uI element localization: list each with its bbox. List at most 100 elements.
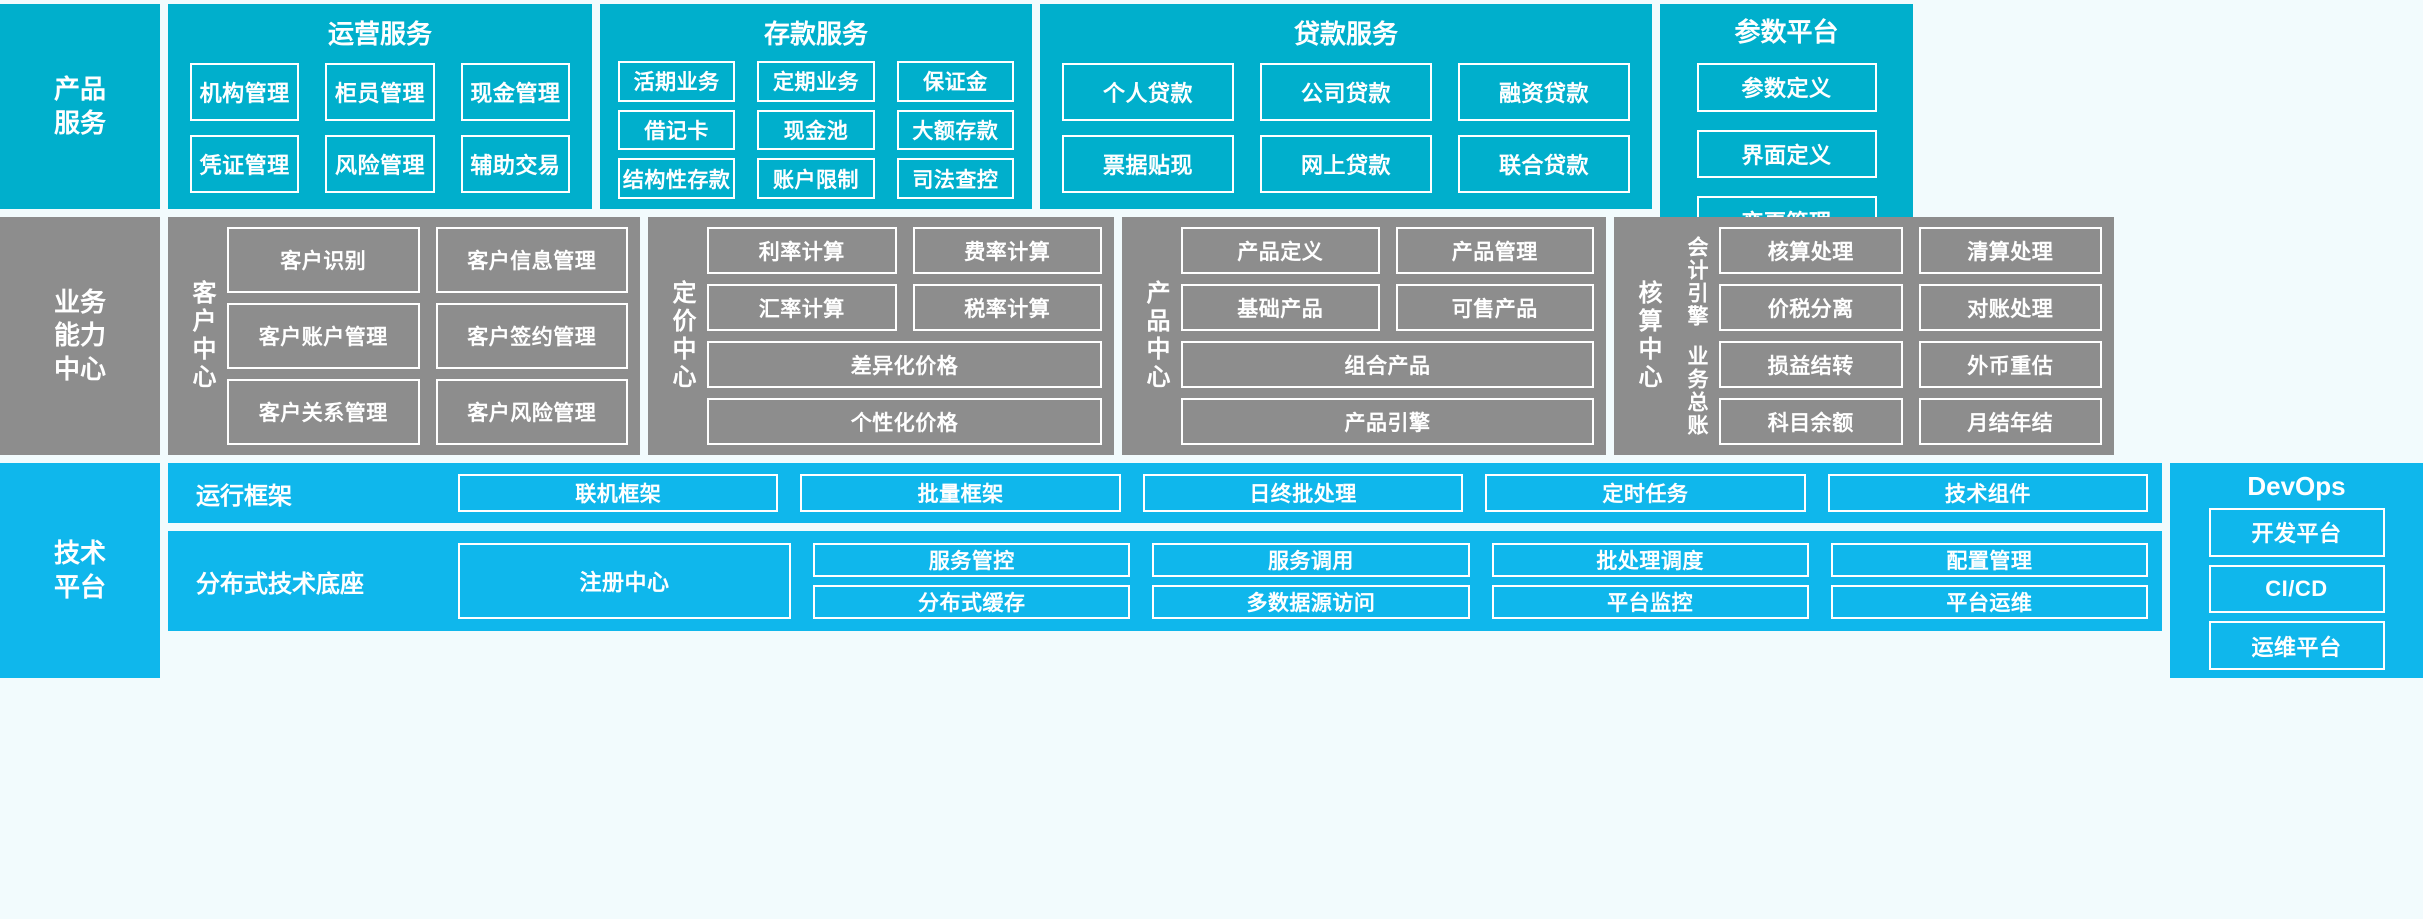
tile-distributed-cache[interactable]: 分布式缓存 [813,585,1131,619]
tile-online-loan[interactable]: 网上贷款 [1260,135,1432,193]
tile-bundled-product[interactable]: 组合产品 [1181,341,1594,388]
tile-margin-deposit[interactable]: 保证金 [896,61,1014,102]
tile-profit-loss-carryover[interactable]: 损益结转 [1719,341,1903,388]
tile-interest-rate-calculation[interactable]: 利率计算 [707,227,897,274]
tile-reconciliation-processing[interactable]: 对账处理 [1918,284,2102,331]
tile-personal-loan[interactable]: 个人贷款 [1062,63,1234,121]
registry-center-wrapper: 注册中心 [458,543,792,619]
tile-financing-loan[interactable]: 融资贷款 [1458,63,1630,121]
panel-title-loan-services: 贷款服务 [1293,19,1398,49]
runtime-framework-items: 联机框架 批量框架 日终批处理 定时任务 技术组件 [458,474,2149,512]
product-center-grid: 产品定义 产品管理 基础产品 可售产品 组合产品 产品引擎 [1181,227,1594,445]
tile-registry-center[interactable]: 注册中心 [458,543,792,619]
tile-bill-discount[interactable]: 票据贴现 [1062,135,1234,193]
tile-large-deposit[interactable]: 大额存款 [896,109,1014,151]
tile-teller-management[interactable]: 柜员管理 [325,63,435,121]
tile-debit-card[interactable]: 借记卡 [618,109,736,151]
tile-base-product[interactable]: 基础产品 [1181,284,1380,331]
tile-personalized-price[interactable]: 个性化价格 [707,398,1102,445]
panel-title-devops: DevOps [2247,471,2346,501]
tile-joint-loan[interactable]: 联合贷款 [1458,135,1630,193]
panel-deposit-services: 存款服务 活期业务 定期业务 保证金 借记卡 现金池 大额存款 结构性存款 账户… [600,4,1032,209]
tile-tax-rate-calculation[interactable]: 税率计算 [912,284,1102,331]
tile-month-year-end-closing[interactable]: 月结年结 [1918,398,2102,445]
tile-fee-rate-calculation[interactable]: 费率计算 [912,227,1102,274]
tile-product-definition[interactable]: 产品定义 [1181,227,1380,274]
tile-multi-datasource-access[interactable]: 多数据源访问 [1152,585,1470,619]
tile-batch-framework[interactable]: 批量框架 [800,474,1121,512]
tile-customer-risk-management[interactable]: 客户风险管理 [435,379,628,445]
tile-service-invocation[interactable]: 服务调用 [1152,543,1470,577]
tech-platform-layer: 技术平台 运行框架 联机框架 批量框架 日终批处理 定时任务 技术组件 分布式技… [0,463,2423,678]
tile-configuration-management[interactable]: 配置管理 [1830,543,2149,577]
loan-services-grid: 个人贷款 公司贷款 融资贷款 票据贴现 网上贷款 联合贷款 [1040,59,1652,209]
tile-interface-definition[interactable]: 界面定义 [1696,129,1877,179]
tile-development-platform[interactable]: 开发平台 [2208,508,2385,557]
tile-platform-operations[interactable]: 平台运维 [1830,585,2149,619]
tile-price-tax-separation[interactable]: 价税分离 [1719,284,1903,331]
tile-product-management[interactable]: 产品管理 [1395,227,1594,274]
distributed-base-columns: 注册中心 服务管控 分布式缓存 服务调用 多数据源访问 批处理调度 平台监控 [458,543,2149,619]
tile-online-framework[interactable]: 联机框架 [458,474,779,512]
devops-list: 开发平台 CI/CD 运维平台 [2208,508,2385,671]
distributed-col-1: 服务管控 分布式缓存 [813,543,1131,619]
tile-foreign-currency-revaluation[interactable]: 外币重估 [1918,341,2102,388]
tile-exchange-rate-calculation[interactable]: 汇率计算 [707,284,897,331]
panel-operation-services: 运营服务 机构管理 柜员管理 现金管理 凭证管理 风险管理 辅助交易 [168,4,592,209]
strip-distributed-base: 分布式技术底座 注册中心 服务管控 分布式缓存 服务调用 多数据源访问 批处理调… [168,531,2162,631]
tile-settlement-processing[interactable]: 清算处理 [1918,227,2102,274]
tile-subject-balance[interactable]: 科目余额 [1719,398,1903,445]
tile-account-restriction[interactable]: 账户限制 [757,158,875,199]
tile-customer-contract-management[interactable]: 客户签约管理 [435,303,628,369]
panel-devops: DevOps 开发平台 CI/CD 运维平台 [2170,463,2423,678]
tile-cash-management[interactable]: 现金管理 [460,63,570,121]
label-accounting-center: 核算中心 [1634,280,1661,392]
tile-ci-cd[interactable]: CI/CD [2208,564,2385,614]
tile-institution-management[interactable]: 机构管理 [190,63,300,121]
distributed-col-2: 服务调用 多数据源访问 [1152,543,1470,619]
business-capability-layer: 业务能力中心 客户中心 客户识别 客户信息管理 客户账户管理 客户签约管理 客户… [0,217,2423,455]
tile-corporate-loan[interactable]: 公司贷款 [1260,63,1432,121]
tech-platform-content: 运行框架 联机框架 批量框架 日终批处理 定时任务 技术组件 分布式技术底座 注… [168,463,2162,678]
block-accounting-center: 核算中心 会计引擎 业务总账 核算处理 清算处理 价税分离 对账处理 损益结转 … [1614,217,2114,455]
tile-product-engine[interactable]: 产品引擎 [1181,398,1594,445]
operation-services-grid: 机构管理 柜员管理 现金管理 凭证管理 风险管理 辅助交易 [168,59,592,209]
tile-structured-deposit[interactable]: 结构性存款 [618,158,736,199]
tile-customer-relationship-management[interactable]: 客户关系管理 [227,379,420,445]
tile-customer-info-management[interactable]: 客户信息管理 [435,227,628,293]
layer-label-business-capability: 业务能力中心 [0,217,160,455]
tile-customer-identification[interactable]: 客户识别 [227,227,420,293]
tile-end-of-day-batch[interactable]: 日终批处理 [1142,474,1464,512]
pricing-center-grid: 利率计算 费率计算 汇率计算 税率计算 差异化价格 个性化价格 [707,227,1102,445]
panel-title-operation-services: 运营服务 [327,19,432,49]
tile-accounting-processing[interactable]: 核算处理 [1719,227,1903,274]
tile-service-governance[interactable]: 服务管控 [813,543,1131,577]
tile-platform-monitoring[interactable]: 平台监控 [1491,585,1809,619]
tile-batch-scheduling[interactable]: 批处理调度 [1491,543,1809,577]
tile-demand-business[interactable]: 活期业务 [618,61,736,102]
tile-parameter-definition[interactable]: 参数定义 [1696,63,1877,112]
tile-operations-platform[interactable]: 运维平台 [2208,621,2385,671]
customer-center-grid: 客户识别 客户信息管理 客户账户管理 客户签约管理 客户关系管理 客户风险管理 [227,227,628,445]
accounting-center-grid: 核算处理 清算处理 价税分离 对账处理 损益结转 外币重估 科目余额 月结年结 [1719,227,2102,445]
label-pricing-center: 定价中心 [668,280,695,392]
tile-judicial-control[interactable]: 司法查控 [896,158,1014,199]
tile-tech-component[interactable]: 技术组件 [1827,474,2149,512]
tile-auxiliary-transaction[interactable]: 辅助交易 [460,135,570,193]
label-accounting-engine: 会计引擎 [1685,235,1708,328]
block-product-center: 产品中心 产品定义 产品管理 基础产品 可售产品 组合产品 产品引擎 [1122,217,1606,455]
label-runtime-framework: 运行框架 [196,482,292,510]
panel-title-deposit-services: 存款服务 [763,19,868,49]
tile-risk-management[interactable]: 风险管理 [325,135,435,193]
block-customer-center: 客户中心 客户识别 客户信息管理 客户账户管理 客户签约管理 客户关系管理 客户… [168,217,640,455]
tile-voucher-management[interactable]: 凭证管理 [190,135,300,193]
tile-differentiated-price[interactable]: 差异化价格 [707,341,1102,388]
distributed-col-4: 配置管理 平台运维 [1830,543,2149,619]
tile-scheduled-task[interactable]: 定时任务 [1485,474,1806,512]
label-distributed-base: 分布式技术底座 [196,570,364,598]
tile-time-business[interactable]: 定期业务 [757,61,875,102]
tile-sellable-product[interactable]: 可售产品 [1395,284,1594,331]
tile-cash-pool[interactable]: 现金池 [757,109,875,151]
tile-customer-account-management[interactable]: 客户账户管理 [227,303,420,369]
